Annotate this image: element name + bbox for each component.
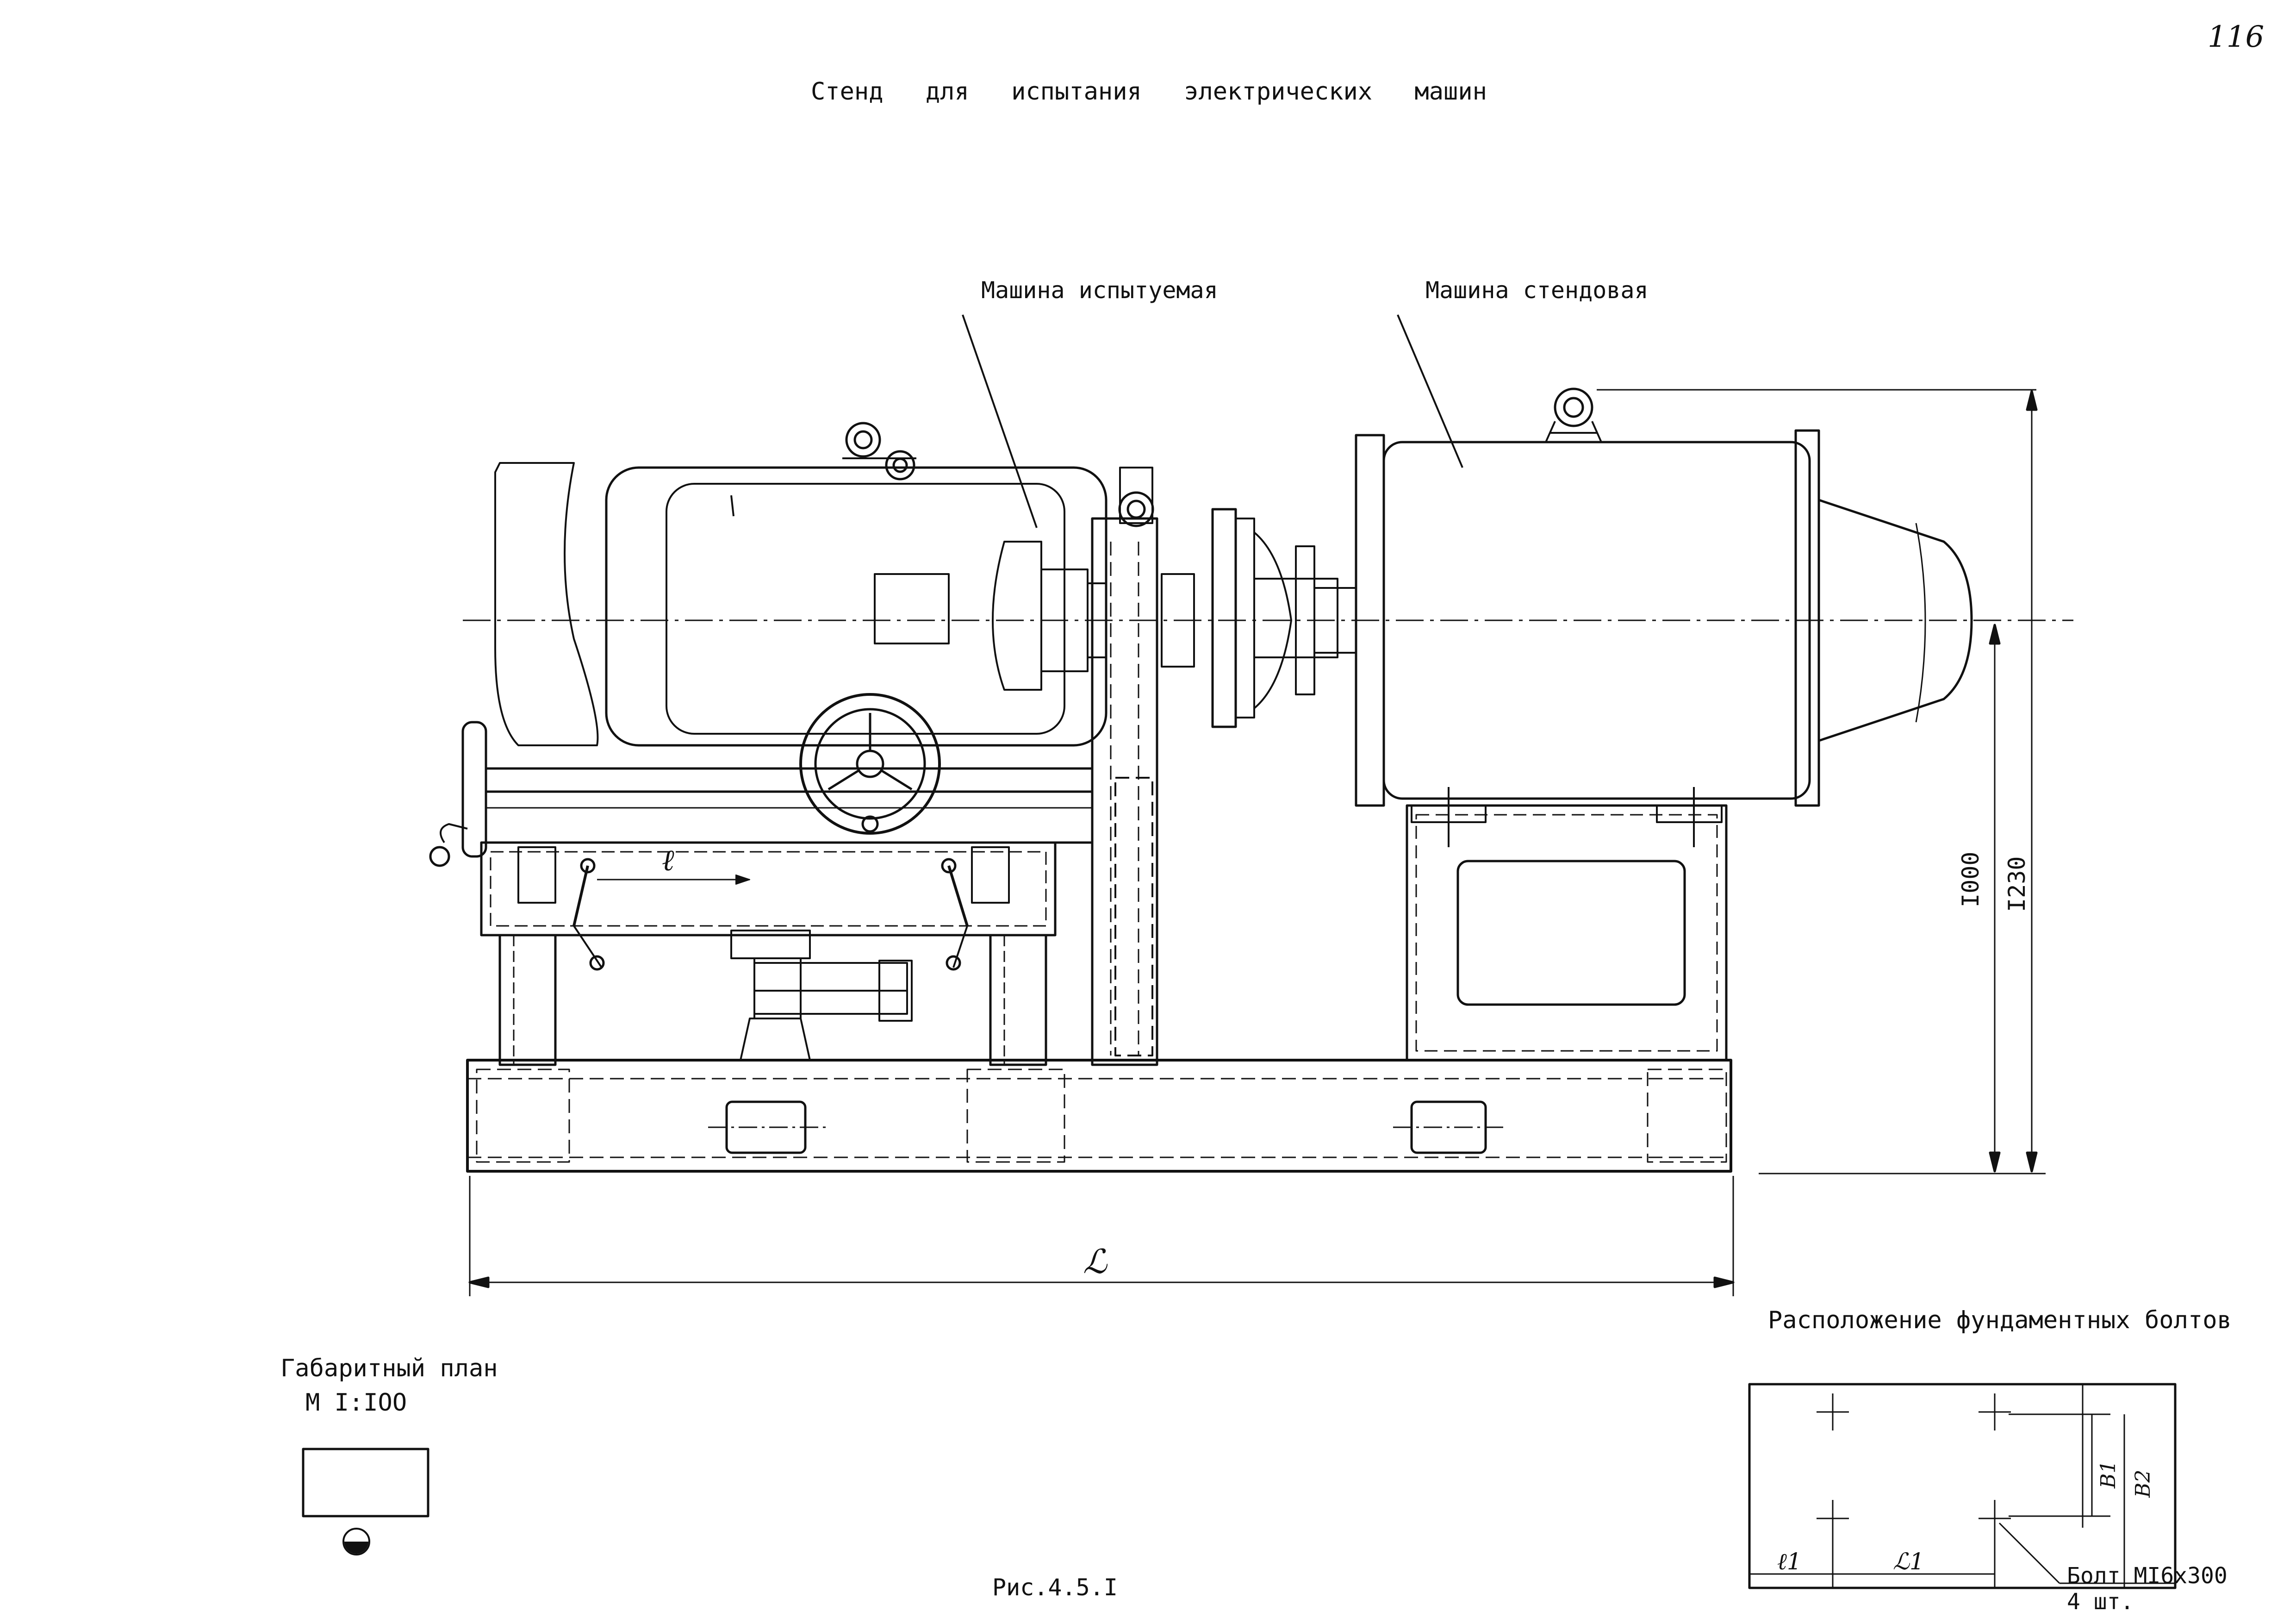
bench-machine <box>1355 387 1973 807</box>
bench-pedestal <box>1406 787 1728 1062</box>
slide-carriage <box>429 693 1094 971</box>
outline-plan <box>302 1448 429 1555</box>
worm-drive <box>730 930 913 1061</box>
tested-machine <box>494 422 1108 747</box>
dim-height-total: I230 <box>2004 856 2030 912</box>
dim-length-total: ℒ <box>1083 1242 1108 1281</box>
dim-l1-large: ℒ1 <box>1893 1548 1924 1575</box>
label-bench-machine: Машина стендовая <box>1425 277 1649 304</box>
dim-l1-small: ℓ1 <box>1777 1548 1802 1575</box>
leader-bench <box>1397 314 1463 468</box>
length-dimension <box>468 1176 1735 1296</box>
dim-height-axis: I000 <box>1957 852 1984 907</box>
bearing-stand <box>1091 467 1158 1066</box>
leader-tested <box>962 314 1038 528</box>
bolts-layout <box>1748 1383 2177 1589</box>
label-bolt-quantity: 4 шт. <box>2067 1589 2134 1615</box>
label-bolts-layout: Расположение фундаментных болтов <box>1768 1306 2232 1334</box>
label-outline-plan: Габаритный план <box>280 1355 498 1382</box>
carriage-legs <box>498 934 1047 1066</box>
label-scale: М I:IOO <box>305 1389 407 1417</box>
dim-b1: B1 <box>2097 1461 2120 1489</box>
coupling <box>1161 508 1357 728</box>
drawing-title: Стенд для испытания электрических машин <box>811 78 1487 106</box>
height-dimensions <box>1597 389 2046 1174</box>
base-frame <box>466 1059 1732 1173</box>
page-number: 116 <box>2208 20 2265 54</box>
figure-caption: Рис.4.5.I <box>992 1574 1118 1601</box>
label-tested-machine: Машина испытуемая <box>981 277 1218 304</box>
dim-b2: B2 <box>2131 1470 2155 1498</box>
dim-travel: ℓ <box>662 843 674 878</box>
